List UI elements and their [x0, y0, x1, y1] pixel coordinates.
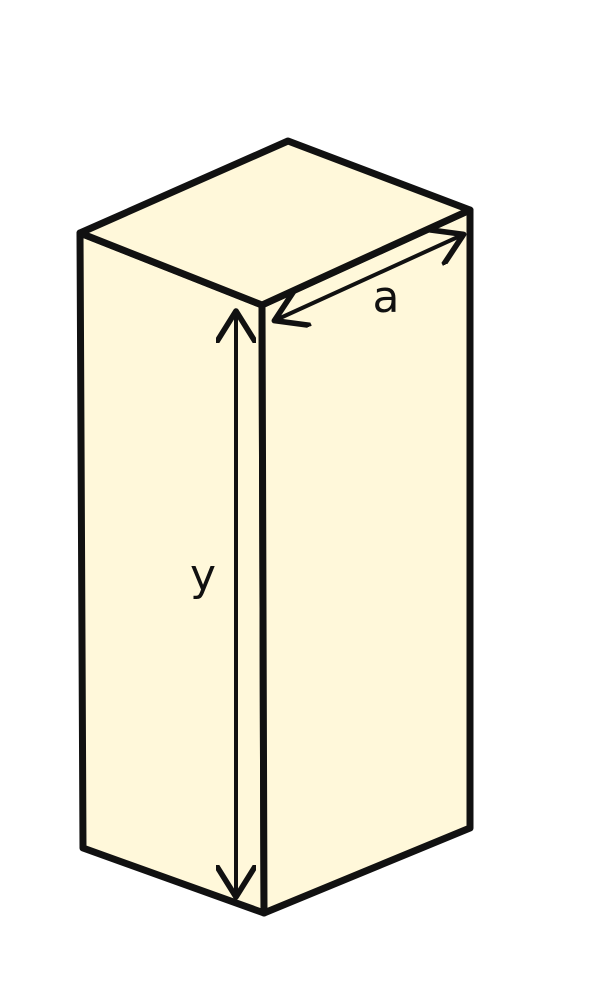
height-label: y	[190, 550, 216, 601]
prism-top-face	[76, 137, 474, 309]
width-label: a	[373, 272, 400, 323]
prism-right-face	[258, 206, 474, 917]
width-dimension-arrow	[278, 236, 460, 319]
